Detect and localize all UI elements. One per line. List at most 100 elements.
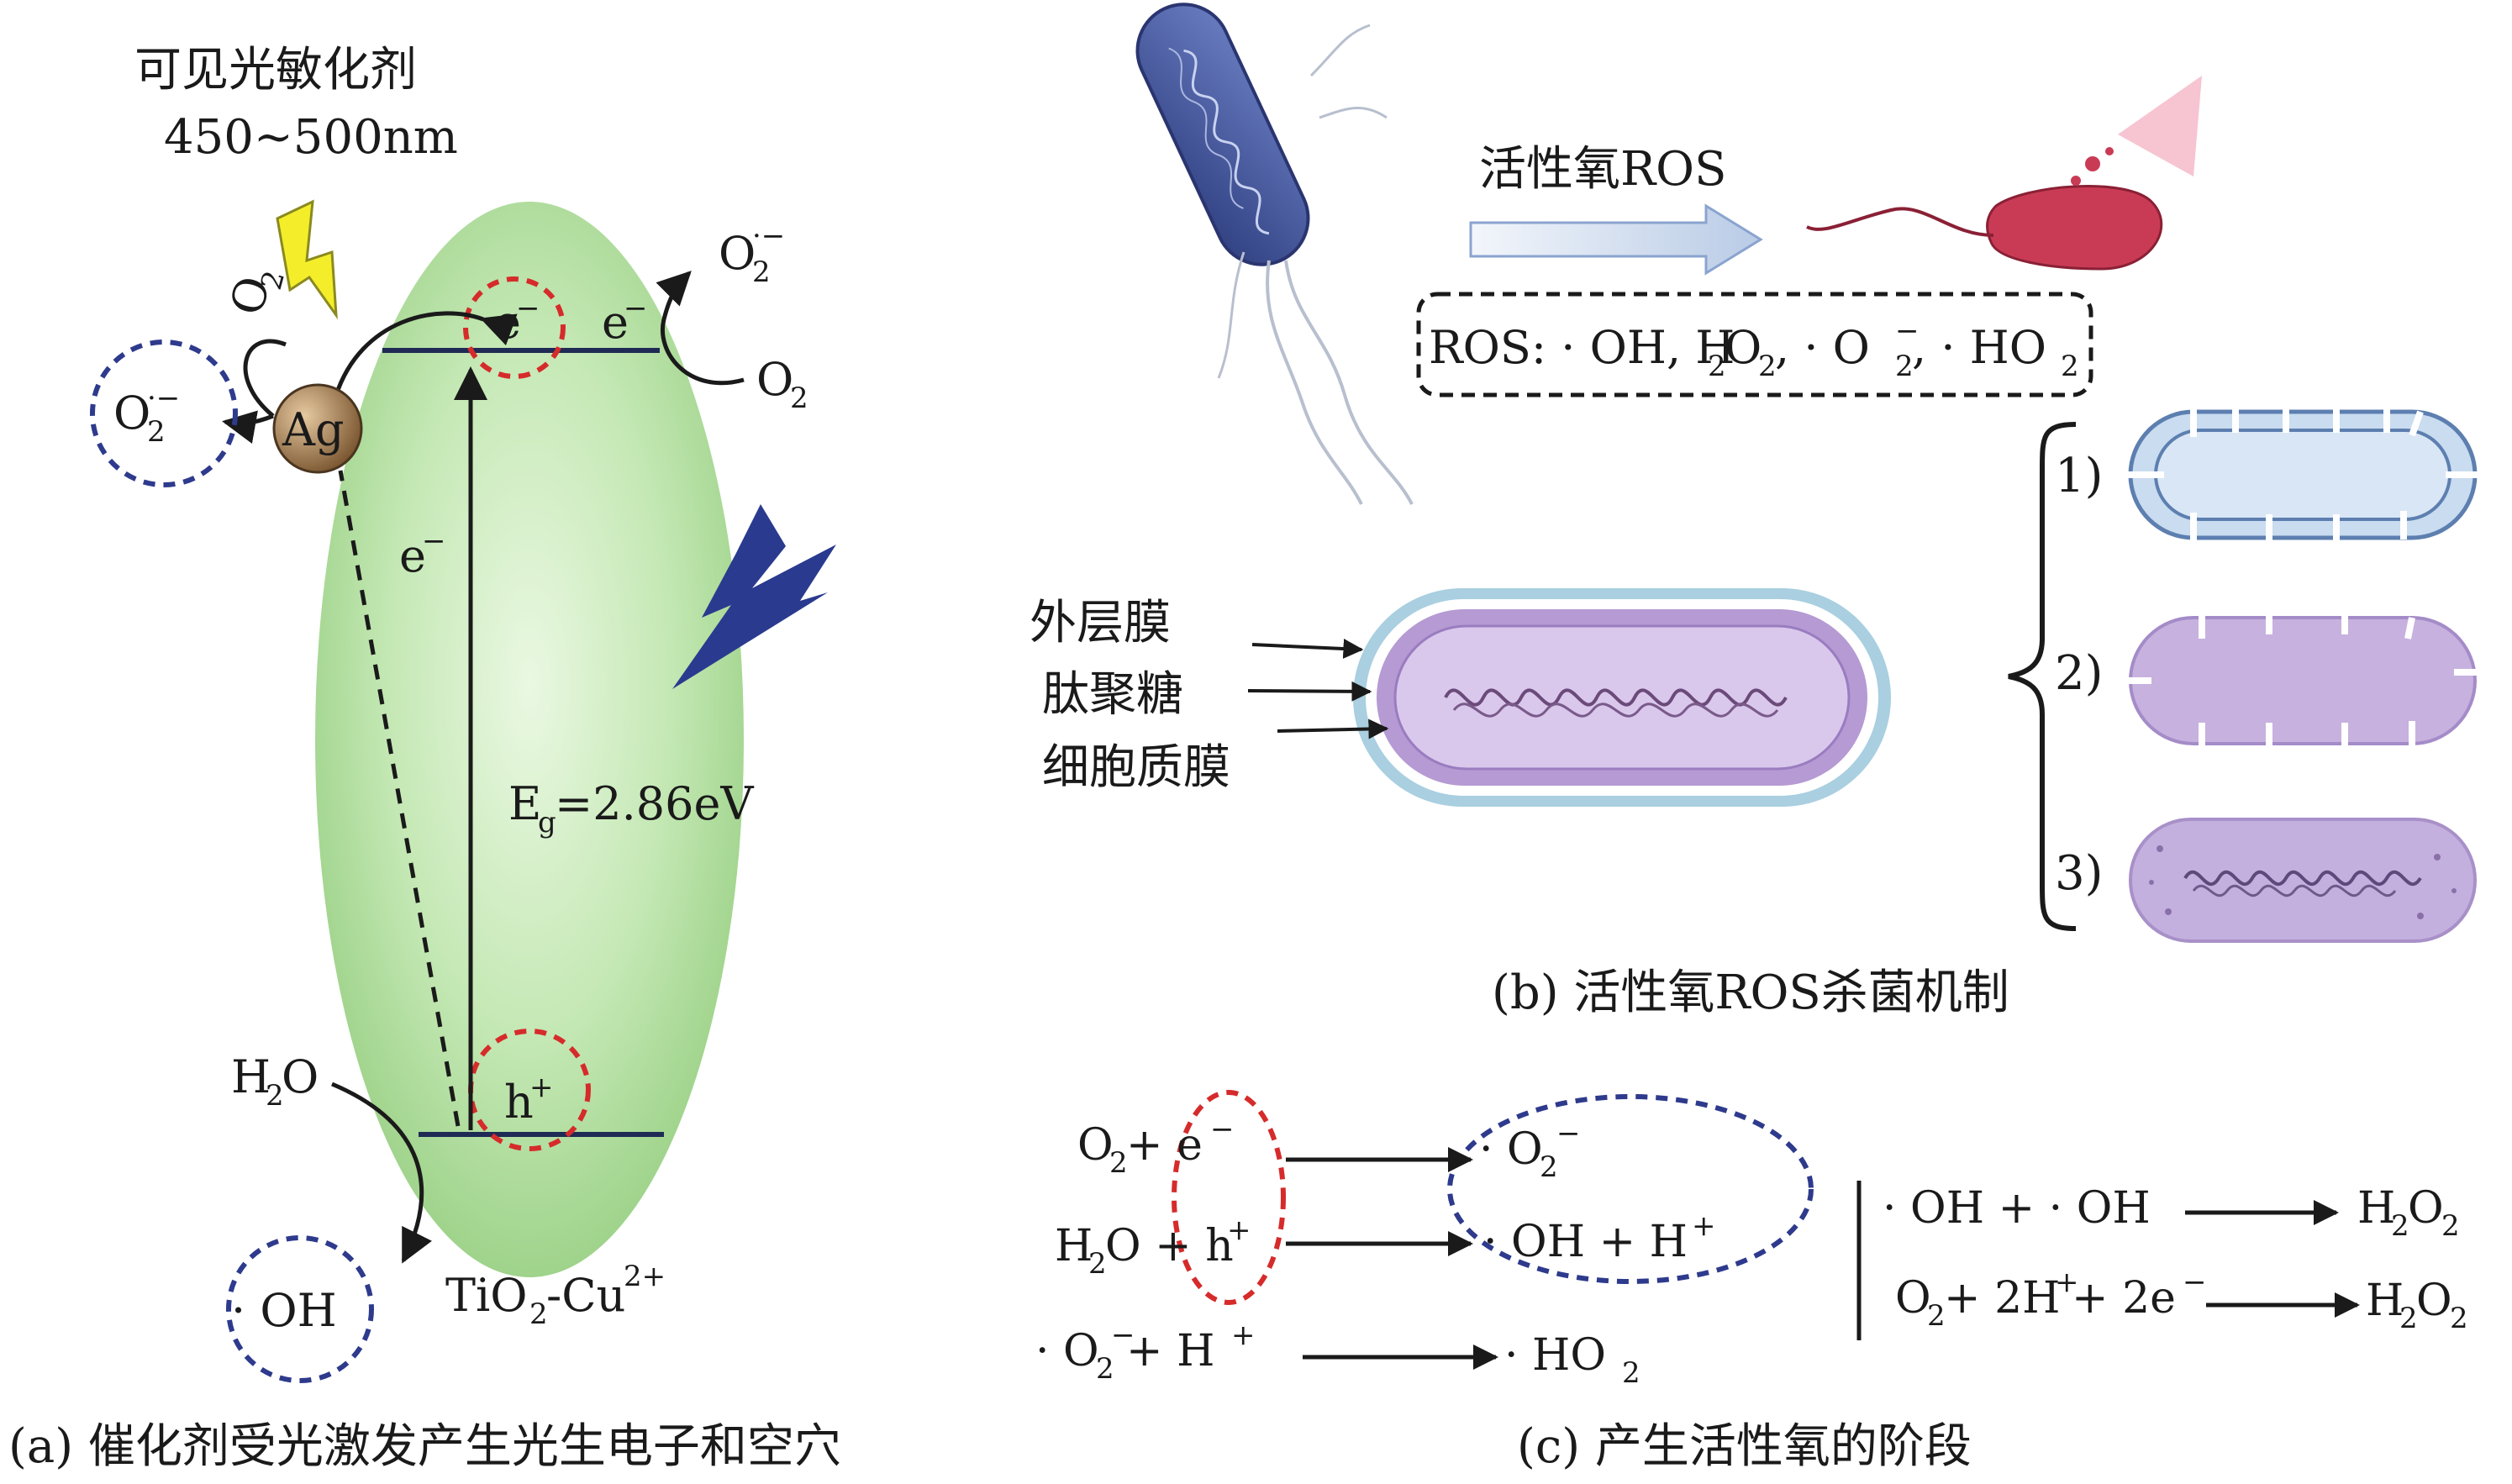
flagella xyxy=(1284,260,1414,505)
svg-text:2: 2 xyxy=(2391,1209,2409,1243)
svg-text:H: H xyxy=(2357,1183,2395,1234)
lightning-yellow-icon xyxy=(276,199,338,320)
caption-c: (c) 产生活性氧的阶段 xyxy=(1517,1419,1972,1474)
material-sub: 2 xyxy=(529,1297,548,1331)
pointer-peptido xyxy=(1247,681,1372,702)
svg-text:2: 2 xyxy=(2399,1302,2418,1335)
electron-mid-label: e xyxy=(399,529,426,582)
cb-electron-1-sup: − xyxy=(516,292,540,325)
o2-right: O xyxy=(756,353,793,406)
svg-text:O + h: O + h xyxy=(1105,1221,1234,1271)
svg-text:· OH + H: · OH + H xyxy=(1483,1217,1688,1267)
hydroxyl-circle xyxy=(226,1235,374,1383)
svg-text:−: − xyxy=(1895,314,1920,348)
superoxide-left-sup: ·− xyxy=(147,382,180,415)
product-ellipse xyxy=(1447,1094,1814,1284)
step-1-cell xyxy=(2126,408,2479,542)
step-3-cell xyxy=(2129,818,2477,943)
wavelength-label: 450~500nm xyxy=(164,110,458,165)
ag-transfer-line xyxy=(338,470,461,1127)
svg-text:+: + xyxy=(1227,1213,1251,1247)
ag-label: Ag xyxy=(282,403,345,456)
ros-list-box xyxy=(1416,292,2093,397)
svg-text:2: 2 xyxy=(1895,350,1914,383)
panel-c: O 2 + e − · O 2 − H 2 O + h + · OH + H +… xyxy=(1035,1090,2468,1474)
flagella-4 xyxy=(1309,24,1371,77)
svg-text:−: − xyxy=(1556,1117,1581,1150)
svg-text:+ e: + e xyxy=(1126,1120,1203,1171)
svg-text:+ 2e: + 2e xyxy=(2072,1273,2176,1323)
flagella-5 xyxy=(1319,106,1388,119)
svg-text:· O: · O xyxy=(1479,1124,1543,1175)
o2-top-right-sub: 2 xyxy=(752,255,771,289)
flagella-2 xyxy=(1266,260,1363,505)
superoxide-circle-left xyxy=(90,339,238,487)
lightning-blue-icon xyxy=(672,504,836,689)
layer-cytoplasm-label: 细胞质膜 xyxy=(1042,740,1230,795)
hydroxyl-label: · OH xyxy=(231,1284,337,1337)
svg-text:2: 2 xyxy=(2441,1209,2460,1243)
o2-rotated: O 2 xyxy=(220,267,292,320)
material-label: TiO xyxy=(445,1269,528,1322)
svg-text:· OH + · OH: · OH + · OH xyxy=(1883,1183,2151,1234)
material-sup: 2+ xyxy=(624,1260,666,1293)
ros-arrow-label: 活性氧ROS xyxy=(1479,142,1726,197)
o2-top-right: O xyxy=(719,227,756,280)
svg-text:O: O xyxy=(1895,1273,1931,1323)
electron-mid-sup: − xyxy=(422,524,446,558)
svg-text:−: − xyxy=(1210,1113,1235,1146)
svg-text:+: + xyxy=(1231,1318,1256,1352)
cb-electron-2: e xyxy=(602,296,629,349)
step-3-label: 3) xyxy=(2055,846,2103,901)
band-gap-value: =2.86eV xyxy=(555,777,754,830)
svg-text:−: − xyxy=(2183,1266,2207,1299)
pointer-cyto xyxy=(1277,718,1389,739)
bacterium-blue xyxy=(1135,3,1310,266)
brace xyxy=(2008,422,2077,931)
svg-text:2: 2 xyxy=(1096,1352,1114,1386)
svg-text:2: 2 xyxy=(1088,1247,1107,1281)
h2o-label: H xyxy=(231,1050,271,1103)
svg-text:2: 2 xyxy=(1758,350,1777,383)
bacterium-red xyxy=(1806,76,2202,271)
svg-text:H: H xyxy=(2366,1276,2404,1326)
caption-b: (b) 活性氧ROS杀菌机制 xyxy=(1492,966,2009,1020)
step-2-label: 2) xyxy=(2055,646,2103,701)
svg-text:, · O: , · O xyxy=(1775,321,1870,374)
panel-a: 可见光敏化剂 450~500nm Ag O 2 O 2 ·− xyxy=(8,43,841,1474)
svg-text:+ 2H: + 2H xyxy=(1944,1273,2061,1323)
hole-sup: + xyxy=(529,1071,554,1104)
svg-text:O: O xyxy=(1077,1120,1114,1171)
semiconductor-ellipse xyxy=(315,202,744,1277)
o2-right-sub: 2 xyxy=(790,382,808,415)
svg-text:+: + xyxy=(1692,1209,1716,1243)
svg-text:2: 2 xyxy=(2450,1302,2468,1335)
svg-text:O: O xyxy=(1725,321,1762,374)
hole-label: h xyxy=(504,1076,534,1129)
svg-text:O: O xyxy=(2408,1183,2444,1234)
ag-superoxide-arrow xyxy=(222,410,274,444)
cb-electron-2-sup: − xyxy=(624,292,648,325)
panel-b: 活性氧ROS ROS: · OH, H 2 O 2 , · O 2 − , · … xyxy=(1030,3,2479,1020)
superoxide-left-sub: 2 xyxy=(147,415,166,449)
caption-a: (a) 催化剂受光激发产生光生电子和空穴 xyxy=(8,1419,841,1474)
svg-text:2: 2 xyxy=(1540,1150,1558,1184)
h2o-oh-arrow xyxy=(331,1081,432,1264)
svg-text:2: 2 xyxy=(1927,1299,1946,1333)
svg-text:H: H xyxy=(1055,1221,1093,1271)
ros-arrow xyxy=(1469,203,1763,276)
svg-text:· O: · O xyxy=(1035,1326,1099,1376)
layer-peptidoglycan-label: 肽聚糖 xyxy=(1042,667,1183,722)
svg-text:2: 2 xyxy=(1109,1146,1128,1180)
electron-to-ag-arrow xyxy=(334,311,518,396)
svg-text:+: + xyxy=(2055,1266,2079,1299)
ros-list: ROS: · OH, H 2 O 2 , · O 2 − , · HO 2 xyxy=(1429,314,2079,383)
o2-top-right-sup: ·− xyxy=(752,219,785,253)
reaction-2: H 2 O + h + · OH + H + xyxy=(1055,1209,1716,1281)
svg-text:O: O xyxy=(2416,1276,2452,1326)
cell-cross-section xyxy=(1353,588,1891,807)
svg-text:+ H: + H xyxy=(1126,1326,1214,1376)
reactant-ellipse xyxy=(1172,1090,1286,1305)
reaction-1: O 2 + e − · O 2 − xyxy=(1077,1113,1581,1184)
